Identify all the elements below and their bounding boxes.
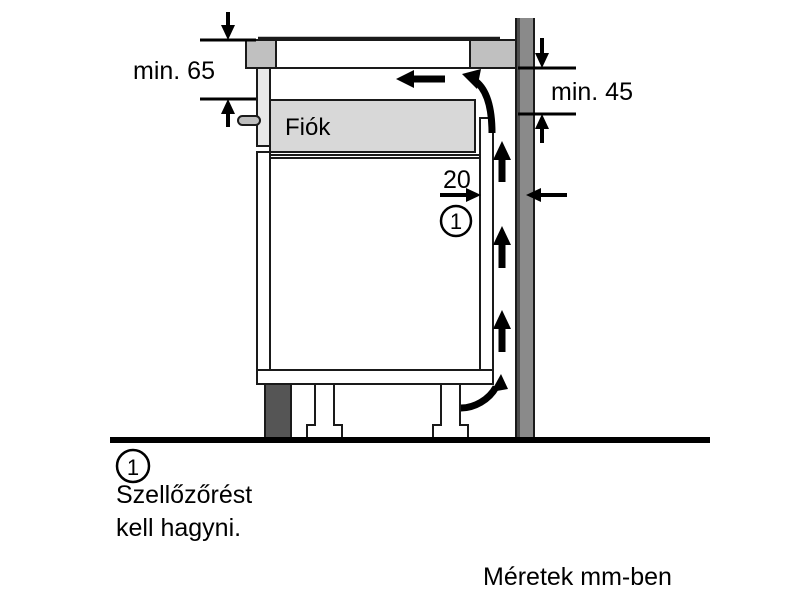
cabinet-upper-side-panel (256, 67, 271, 147)
cabinet-carcass-group (256, 117, 494, 385)
cabinet-leg-right (432, 383, 469, 440)
airflow-arrow-curved-top (462, 69, 496, 134)
drawer-label: Fiók (285, 114, 331, 141)
dimension-min-65-label: min. 65 (133, 57, 215, 85)
callout-marker-diagram-number: 1 (450, 209, 462, 234)
dimension-gap-20-arrow-right-head (526, 188, 541, 202)
dimension-gap-20-label: 20 (443, 166, 471, 194)
airflow-arrow-up-1-head (493, 141, 511, 160)
legend-marker: 1 (115, 448, 151, 484)
airflow-arrow-curved-bottom-shaft (460, 385, 500, 412)
legend-group: 1 Szellőzőrést kell hagyni. (115, 448, 252, 542)
dimension-gap-20-arrow-left-head (466, 188, 481, 202)
cabinet-leg-left (306, 383, 343, 440)
dimension-min-45-arrow-top-head (535, 53, 549, 68)
wall-inner-edge (516, 18, 520, 440)
legend-marker-circle (115, 448, 151, 484)
airflow-arrow-horizontal-head (396, 70, 414, 88)
cabinet-lower-side-panel (256, 151, 271, 381)
dimension-min-65: min. 65 (133, 12, 256, 127)
airflow-arrow-up-3-head (493, 310, 511, 329)
cabinet-legs-group (306, 383, 469, 440)
airflow-arrow-up-2-head (493, 226, 511, 245)
drawer-group: Fiók (269, 99, 480, 156)
drawer-handle (237, 115, 261, 126)
plinth-block (264, 383, 292, 440)
airflow-arrow-up-1 (493, 141, 511, 182)
airflow-arrow-curved-top-head (462, 69, 481, 89)
cooktop-group (245, 36, 517, 69)
cooktop-right-cap (469, 39, 517, 69)
cabinet-bottom-board (256, 369, 494, 385)
airflow-arrow-curved-bottom-head (491, 374, 508, 392)
units-note: Méretek mm-ben (483, 563, 672, 591)
callout-marker-diagram: 1 (439, 204, 473, 238)
dimension-gap-20: 20 1 (439, 166, 567, 238)
legend-line-1: Szellőzőrést (116, 481, 252, 509)
cabinet-back-panel (479, 117, 494, 375)
plinth-group (264, 383, 292, 440)
legend-marker-number: 1 (127, 455, 139, 480)
airflow-arrow-up-3 (493, 310, 511, 352)
legend-line-2: kell hagyni. (116, 514, 241, 542)
airflow-arrow-horizontal (396, 70, 445, 88)
wall-group (515, 18, 535, 440)
dimension-min-65-arrow-top-head (221, 25, 235, 40)
airflow-arrow-up-2 (493, 226, 511, 268)
cabinet-side-panel-group (237, 67, 271, 381)
callout-marker-diagram-circle (439, 204, 473, 238)
wall-fill (516, 18, 534, 440)
airflow-arrows-group (396, 69, 511, 412)
cooktop-left-cap (245, 39, 277, 69)
airflow-arrow-curved-bottom (460, 374, 508, 412)
dimension-min-45: min. 45 (518, 38, 633, 143)
dimension-min-65-arrow-bottom-head (221, 99, 235, 114)
drawer-body (269, 99, 476, 153)
dimension-min-45-label: min. 45 (551, 78, 633, 106)
dimension-min-45-arrow-bottom-head (535, 114, 549, 129)
